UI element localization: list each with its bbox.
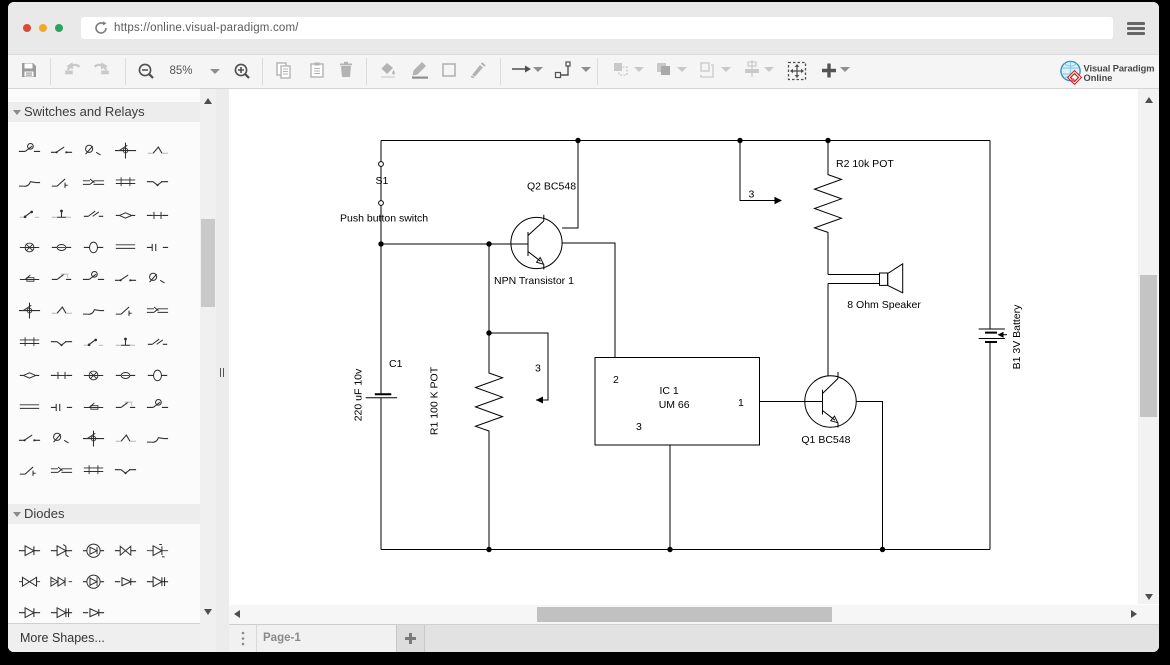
svg-text:C1: C1 — [389, 358, 403, 370]
svg-text:220 uF 10v: 220 uF 10v — [353, 368, 365, 421]
svg-text:NPN Transistor 1: NPN Transistor 1 — [494, 275, 574, 287]
svg-text:Push button switch: Push button switch — [340, 213, 428, 225]
svg-text:3: 3 — [535, 363, 541, 375]
svg-text:Visual Paradigm: Visual Paradigm — [1084, 64, 1155, 74]
svg-text:8 Ohm Speaker: 8 Ohm Speaker — [847, 299, 921, 311]
svg-text:R1 100 K POT: R1 100 K POT — [429, 366, 441, 435]
svg-text:Q1 BC548: Q1 BC548 — [801, 434, 850, 446]
svg-text:3: 3 — [749, 189, 755, 201]
svg-text:IC 1: IC 1 — [660, 385, 679, 397]
svg-text:Online: Online — [1084, 73, 1113, 83]
svg-text:2: 2 — [613, 374, 619, 386]
svg-text:1: 1 — [738, 397, 744, 409]
svg-text:Q2 BC548: Q2 BC548 — [527, 181, 576, 193]
svg-text:R2 10k POT: R2 10k POT — [836, 158, 894, 170]
svg-text:3: 3 — [636, 421, 642, 433]
svg-text:UM 66: UM 66 — [659, 399, 690, 411]
svg-text:S1: S1 — [376, 175, 389, 187]
svg-text:B1 3V Battery: B1 3V Battery — [1011, 304, 1023, 370]
